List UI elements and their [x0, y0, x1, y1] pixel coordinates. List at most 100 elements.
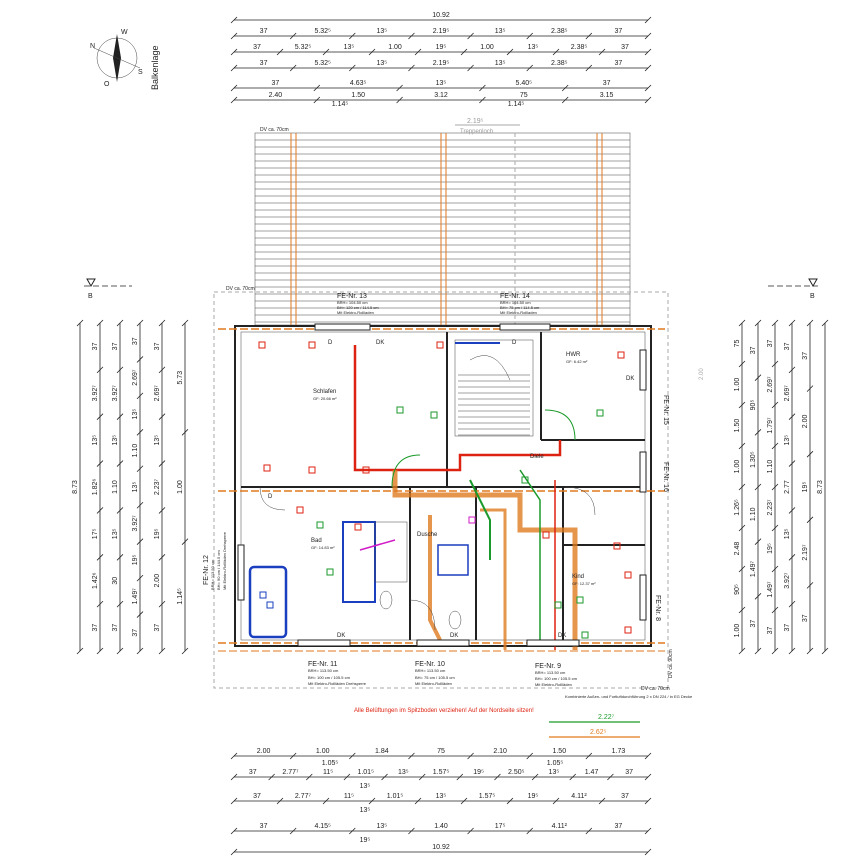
- dimension-label: 17⁵: [495, 823, 506, 830]
- section-marker-right-label: B: [810, 293, 815, 300]
- dimension-label: 1.00: [388, 44, 402, 51]
- dimension-label: 1.50: [351, 92, 365, 99]
- outlet-marker: [624, 626, 632, 634]
- outlet-marker: [468, 516, 476, 524]
- dimension-label: 37: [260, 28, 268, 35]
- door-label: D: [268, 494, 273, 500]
- stair-dim: 2.19⁵: [467, 118, 484, 125]
- electrical-markers: [258, 341, 632, 639]
- dimension-label: 37: [802, 352, 809, 360]
- door-label: DK: [450, 633, 458, 639]
- dimension-label: 1.10: [767, 460, 774, 474]
- window-15-id: FE-Nr. 15: [662, 395, 669, 425]
- dv-label-right: DV ca. 90cm: [668, 649, 674, 678]
- dimension-label: 19⁵: [802, 482, 809, 493]
- dimension-label: 37: [92, 624, 99, 632]
- dimension-label: 2.69⁷: [784, 385, 791, 402]
- window-11-bh: BH= 100 cm / 105.5 cm: [308, 675, 351, 680]
- dv-label-left: DV ca. 70cm: [226, 286, 255, 292]
- outlet-marker: [430, 411, 438, 419]
- room-bad-name: Bad: [311, 538, 322, 544]
- window-9-id: FE-Nr. 9: [535, 663, 561, 670]
- door-label: DK: [337, 633, 345, 639]
- window-14-brh: BRH= 104.50 cm: [500, 300, 531, 305]
- dimension-label: 37: [625, 769, 633, 776]
- dimension-label: 1.50: [552, 748, 566, 755]
- door-label: D: [328, 340, 333, 346]
- dimension-label: 4.11²: [571, 793, 587, 800]
- dimension-label: 2.23⁷: [767, 499, 774, 516]
- dimension-label: 1.49⁷: [750, 560, 757, 577]
- dimension-label: 13⁵: [377, 60, 388, 67]
- roof-rafters: [254, 132, 631, 326]
- dimension-label: 2.77⁷: [295, 793, 312, 800]
- dimension-label: 2.38⁵: [551, 60, 568, 67]
- window-10-bh: BH= 75 cm / 105.5 cm: [415, 675, 455, 680]
- dimension-label: 13⁵: [528, 44, 539, 51]
- dimension-label: 75: [734, 340, 741, 348]
- dimension-label: 37: [615, 60, 623, 67]
- window-11-extra: Mit Elektro-Rollläden Drehsperre: [308, 681, 367, 686]
- window-8-id: FE-Nr. 8: [654, 595, 661, 621]
- window-12-bh: BH= 90 cm / 144.5 cm: [216, 550, 221, 590]
- dimension-label: 1.40: [434, 823, 448, 830]
- dimension-label: 2.38⁵: [551, 28, 568, 35]
- outlet-marker: [316, 521, 324, 529]
- dimension-label: 11⁵: [323, 769, 333, 776]
- window-12-id: FE-Nr. 12: [203, 555, 210, 585]
- dimension-label: 3.92⁷: [92, 385, 99, 402]
- outlet-marker: [624, 571, 632, 579]
- dimension-label: 1.10: [132, 444, 139, 458]
- window-labels: FE-Nr. 13 BRH= 104.50 cm BH= 120 cm / 11…: [203, 293, 669, 687]
- window-10-id: FE-Nr. 10: [415, 661, 445, 668]
- outlet-marker: [617, 351, 625, 359]
- dimension-label: 1.49⁷: [132, 588, 139, 605]
- outlet-marker: [296, 506, 304, 514]
- dimension-label: 10.92: [432, 12, 450, 19]
- dimension-label: 37: [767, 340, 774, 348]
- window-11-brh: BRH= 113.50 cm: [308, 668, 339, 673]
- dimension-label: 2.48: [734, 542, 741, 556]
- dimension-label: 13⁵: [360, 807, 371, 814]
- svg-text:N: N: [90, 43, 95, 50]
- dimension-label: 19⁵: [154, 528, 161, 539]
- dimension-label: 19⁵: [132, 554, 139, 565]
- dimension-label: 37: [260, 60, 268, 67]
- dimension-label: 1.00: [480, 44, 494, 51]
- dimension-label: 1.10: [112, 480, 119, 494]
- legend-orange: 2.62⁵: [549, 729, 640, 738]
- window-11-id: FE-Nr. 11: [308, 661, 338, 668]
- dv-label-bottom: DV ca. 70cm: [641, 686, 670, 692]
- outlet-marker: [308, 341, 316, 349]
- dimension-label: 1.05⁵: [322, 760, 339, 767]
- dimension-label: 1.00: [316, 748, 330, 755]
- dimension-label: 1.47: [585, 769, 599, 776]
- dv-label-top: DV ca. 70cm: [260, 127, 289, 133]
- outlet-marker: [326, 568, 334, 576]
- outlet-marker: [266, 601, 274, 609]
- window-9-extra: Mit Elektro-Rollläden: [535, 682, 572, 687]
- dimension-label: 5.32⁵: [314, 60, 331, 67]
- door-swings: [259, 409, 596, 631]
- outlet-marker: [542, 531, 550, 539]
- dimension-label: 2.77⁷: [282, 769, 299, 776]
- dimension-label: 19⁵: [360, 837, 371, 844]
- outlet-marker: [396, 406, 404, 414]
- stair-label: Treppenloch: [460, 129, 493, 135]
- compass-label: Balkenlage: [150, 45, 160, 90]
- dimension-label: 37: [750, 346, 757, 354]
- dimension-label: 2.23⁷: [154, 478, 161, 495]
- dimension-label: 1.82⁶: [92, 479, 99, 496]
- dimension-label: 37: [154, 342, 161, 350]
- window-13-brh: BRH= 104.50 cm: [337, 300, 368, 305]
- dimension-label: 90⁵: [750, 400, 757, 411]
- dimension-label: 2.40: [269, 92, 283, 99]
- door-label: D: [512, 340, 517, 346]
- dimension-label: 5.32⁵: [314, 28, 331, 35]
- dimension-label: 19⁵: [767, 543, 774, 554]
- room-hwr-name: HWR: [566, 352, 581, 358]
- dimension-label: 1.00: [734, 378, 741, 392]
- dimension-label: 1.10: [750, 507, 757, 521]
- dimension-label: 37: [92, 342, 99, 350]
